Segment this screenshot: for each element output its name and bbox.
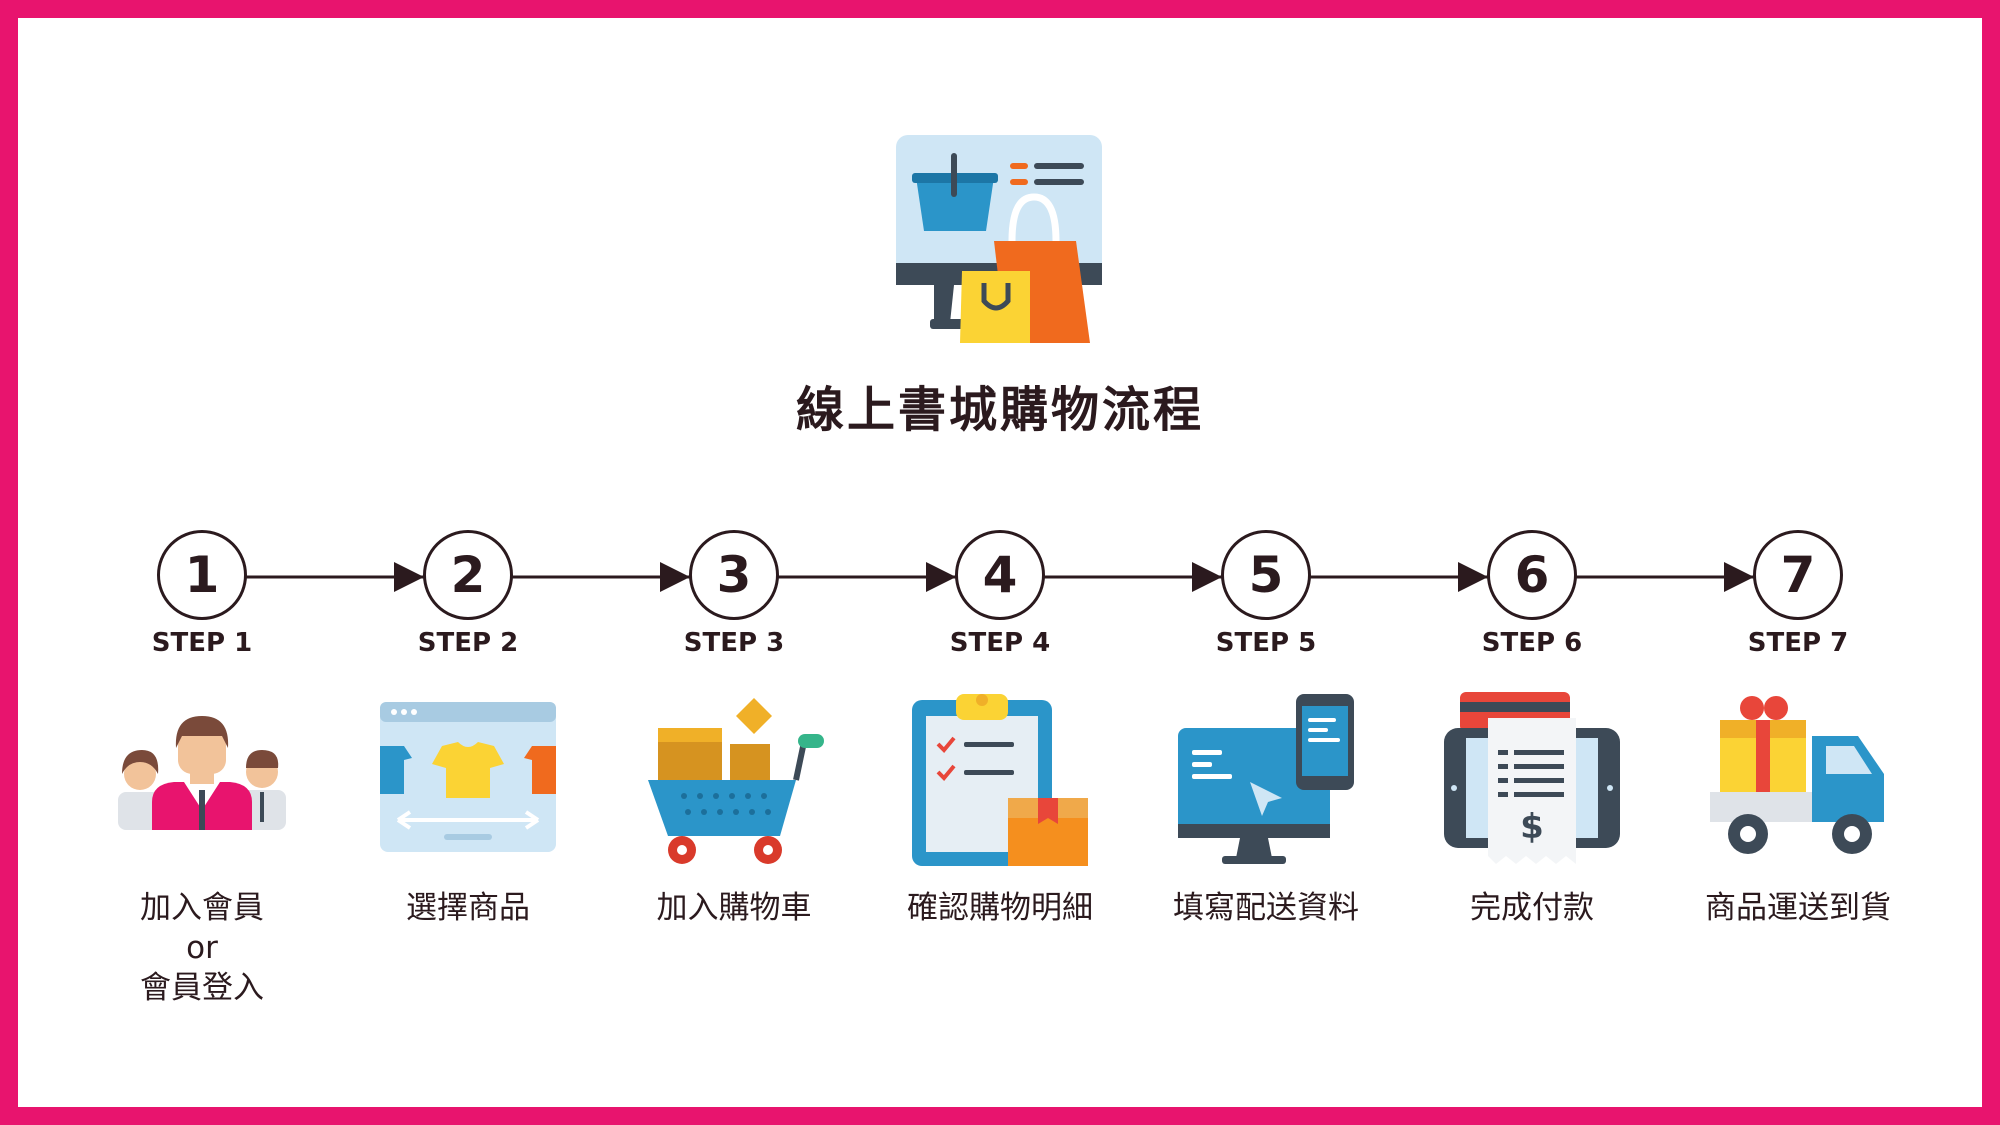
step-number-circle: 2 bbox=[423, 530, 513, 620]
checklist-icon bbox=[912, 694, 1088, 866]
caption-line: 確認購物明細 bbox=[907, 890, 1093, 926]
caption-line: 加入會員 bbox=[140, 890, 264, 926]
step-label: STEP 6 bbox=[1481, 628, 1583, 658]
step-caption: 商品運送到貨 bbox=[1668, 888, 1928, 928]
step-label: STEP 4 bbox=[949, 628, 1051, 658]
caption-line: 商品運送到貨 bbox=[1705, 890, 1891, 926]
step-number-circle: 3 bbox=[689, 530, 779, 620]
members-icon bbox=[118, 716, 286, 830]
step-label: STEP 2 bbox=[417, 628, 519, 658]
step-caption: 加入購物車 bbox=[604, 888, 864, 928]
step-number-circle: 1 bbox=[157, 530, 247, 620]
step-label: STEP 3 bbox=[683, 628, 785, 658]
caption-line: 會員登入 bbox=[140, 970, 264, 1006]
step-caption: 完成付款 bbox=[1402, 888, 1662, 928]
browse-products-icon bbox=[380, 702, 556, 852]
step-number-circle: 6 bbox=[1487, 530, 1577, 620]
computer-phone-icon bbox=[1178, 694, 1354, 864]
caption-line: 加入購物車 bbox=[656, 890, 812, 926]
payment-receipt-icon: $ bbox=[1444, 692, 1620, 864]
step-number-circle: 5 bbox=[1221, 530, 1311, 620]
diagram-title: 線上書城購物流程 bbox=[795, 382, 1204, 438]
step-number-circle: 4 bbox=[955, 530, 1045, 620]
step-caption: 加入會員 or 會員登入 bbox=[72, 888, 332, 1008]
step-label: STEP 1 bbox=[151, 628, 253, 658]
svg-text:$: $ bbox=[1520, 807, 1544, 847]
caption-line: 完成付款 bbox=[1470, 890, 1594, 926]
shopping-cart-icon bbox=[648, 698, 824, 864]
caption-line: 選擇商品 bbox=[406, 890, 530, 926]
step-caption: 確認購物明細 bbox=[870, 888, 1130, 928]
step-caption: 選擇商品 bbox=[338, 888, 598, 928]
caption-line: or bbox=[186, 930, 218, 966]
caption-line: 填寫配送資料 bbox=[1173, 890, 1359, 926]
step-number-circle: 7 bbox=[1753, 530, 1843, 620]
online-shop-monitor-icon bbox=[896, 135, 1102, 343]
step-label: STEP 7 bbox=[1747, 628, 1849, 658]
delivery-truck-icon bbox=[1710, 696, 1884, 854]
step-label: STEP 5 bbox=[1215, 628, 1317, 658]
step-caption: 填寫配送資料 bbox=[1136, 888, 1396, 928]
